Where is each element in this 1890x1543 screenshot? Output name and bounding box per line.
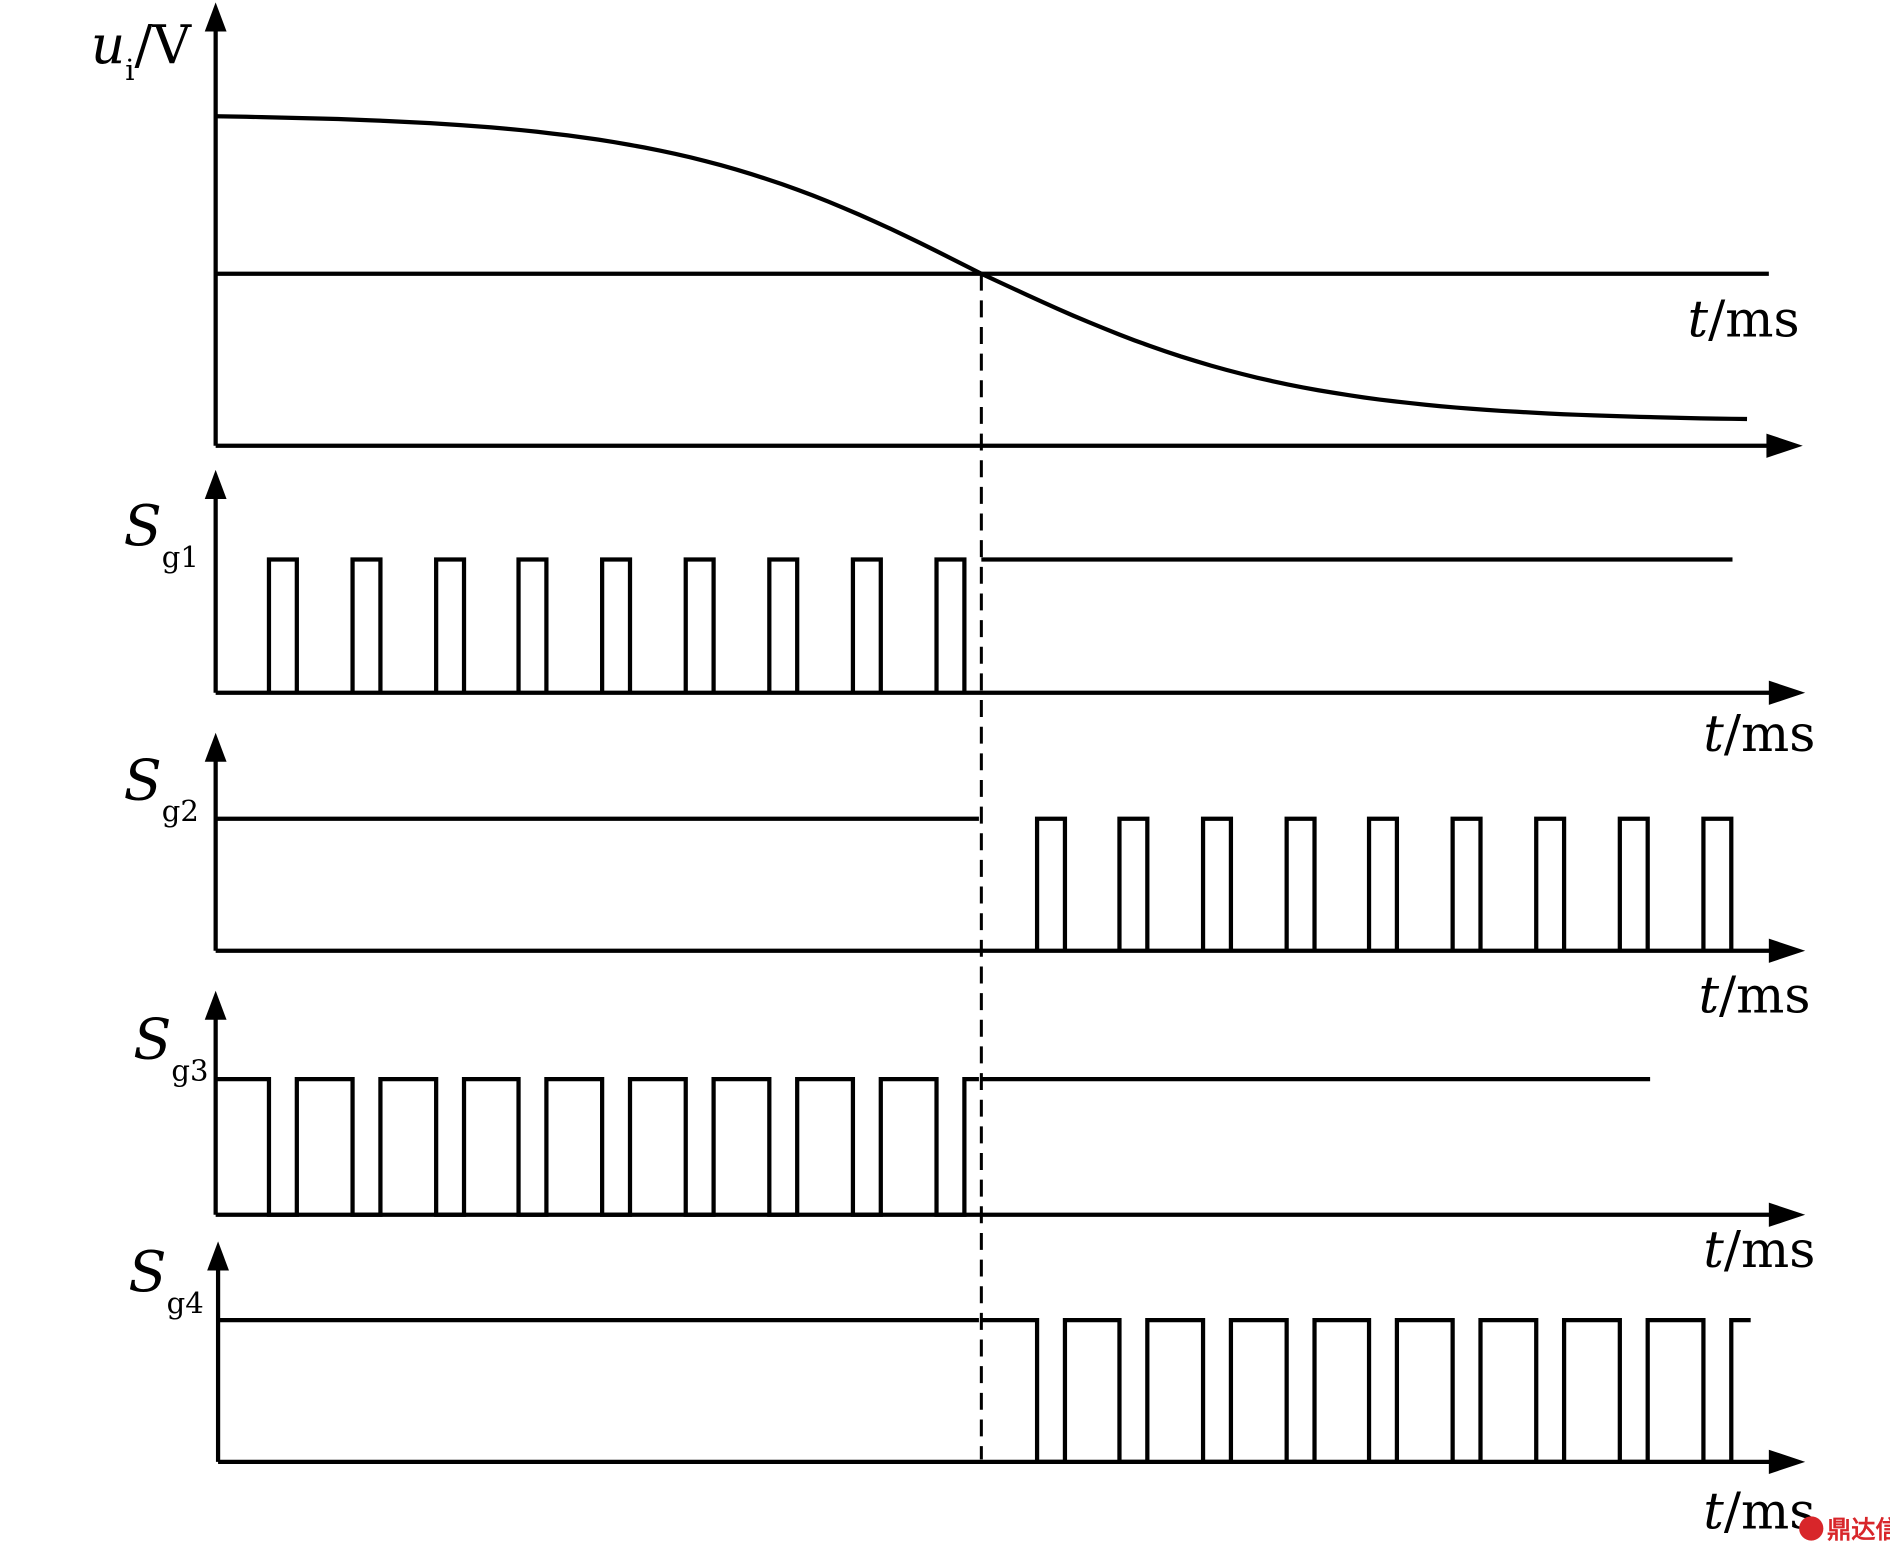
ui-axis-label: ui/V xyxy=(91,14,193,87)
sg4-waveform xyxy=(218,1318,1751,1464)
sg1-axis-label: Sg1 xyxy=(124,494,199,574)
sg3-x-arrow-icon xyxy=(1768,1202,1806,1227)
sg3-y-arrow-icon xyxy=(204,990,227,1020)
sg2-time-label: t/ms xyxy=(1699,966,1811,1025)
watermark: 鼎达信 xyxy=(1799,1516,1890,1543)
waveforms xyxy=(215,114,1751,1464)
ui-x-arrow-icon xyxy=(1766,433,1803,458)
ui-waveform xyxy=(215,114,1748,422)
sg3-waveform xyxy=(215,1077,1651,1217)
ui-y-arrow-icon xyxy=(204,2,227,32)
sg3-time-label: t/ms xyxy=(1703,1220,1815,1279)
axes xyxy=(204,2,1806,1474)
watermark-text: 鼎达信 xyxy=(1827,1516,1890,1543)
sg4-axis-label: Sg4 xyxy=(128,1240,203,1320)
sg2-x-arrow-icon xyxy=(1768,938,1806,963)
sg4-x-arrow-icon xyxy=(1768,1449,1806,1474)
sg2-axis-label: Sg2 xyxy=(124,748,199,828)
sg1-y-arrow-icon xyxy=(204,469,227,499)
sg4-time-label: t/ms xyxy=(1703,1481,1815,1540)
sg1-waveform xyxy=(266,557,1733,693)
sg1-time-label: t/ms xyxy=(1703,704,1815,763)
sg1-x-arrow-icon xyxy=(1768,680,1806,705)
sg2-y-arrow-icon xyxy=(204,732,227,762)
sg4-y-arrow-icon xyxy=(207,1241,229,1271)
sg3-axis-label: Sg3 xyxy=(133,1008,208,1088)
watermark-logo-icon xyxy=(1799,1516,1824,1541)
sg2-waveform xyxy=(215,816,1734,951)
ui-time-label: t/ms xyxy=(1688,290,1800,349)
